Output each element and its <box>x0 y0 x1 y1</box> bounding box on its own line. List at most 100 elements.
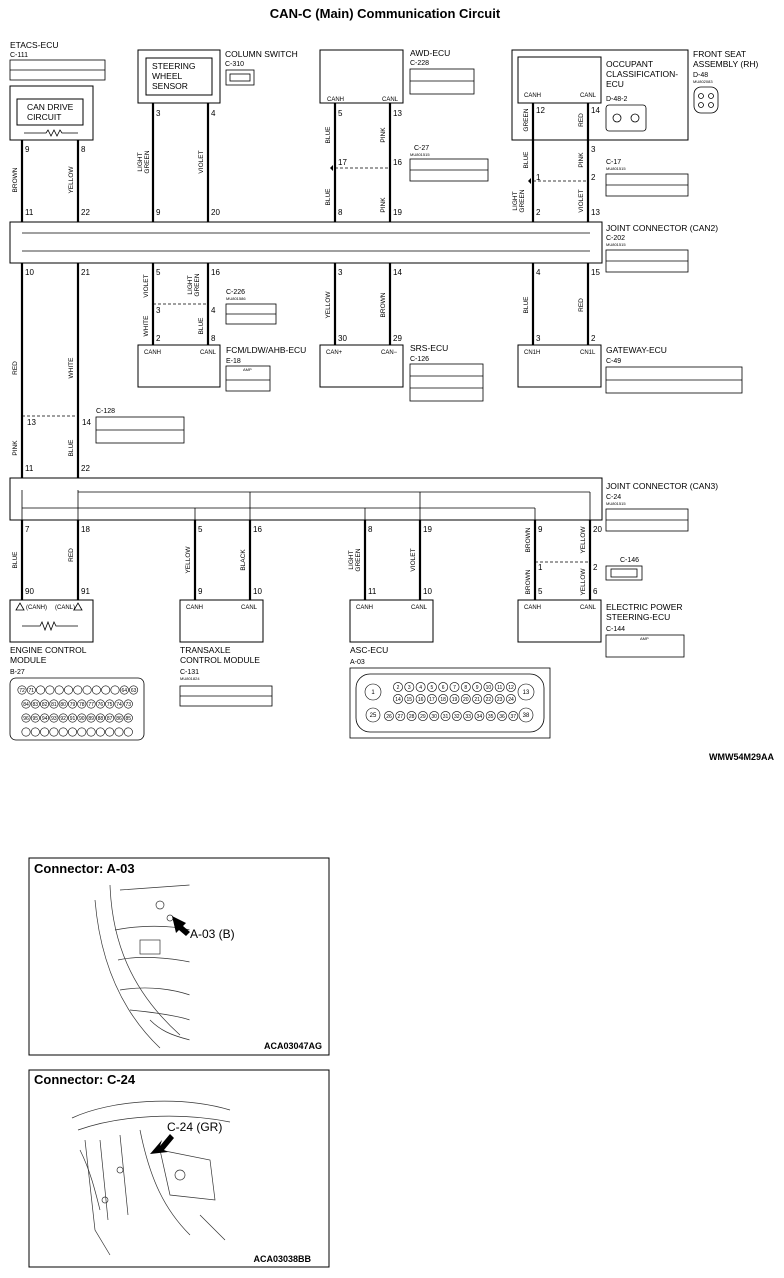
wire-awd-canh-1: BLUE <box>325 126 332 144</box>
asc-pin-16-hole <box>415 694 426 704</box>
ecm-pin-2-11: 85 <box>126 716 132 722</box>
eps-canh-label: CANH <box>524 605 541 611</box>
svg-text:AMP: AMP <box>243 367 252 372</box>
asc-pin-4: 4 <box>419 685 422 691</box>
c226-label: C-226 <box>226 289 245 296</box>
ecm-pin-1-11: 73 <box>126 702 132 708</box>
wire-awd-canl-2: PINK <box>380 197 387 213</box>
wire-steering-canl: VIOLET <box>198 150 205 173</box>
locator-c24-arrow-icon <box>150 1134 174 1154</box>
ecm-pin-1-0: 84 <box>23 702 29 708</box>
locator-c24: Connector: C-24 C-24 (GR) ACA03038BB <box>28 1069 330 1268</box>
asc-pin-27: 27 <box>398 714 404 720</box>
wire-gateway-canh: BLUE <box>523 296 530 314</box>
ecm-resistor-icon <box>22 620 78 632</box>
pin-jc2-bot-1: 21 <box>81 268 90 277</box>
ecm-pin-3-3-hole <box>49 727 59 737</box>
upper-wires <box>20 103 590 222</box>
ecm-pin-2-2: 94 <box>42 716 48 722</box>
jc3-part-number: MU801515 <box>606 501 626 506</box>
ecm-connector-face <box>9 677 145 741</box>
asc-pin-18-hole <box>438 694 449 704</box>
joint-connector-can3-box <box>9 477 603 521</box>
pin-c146-canh: 1 <box>538 563 543 572</box>
ecm-pin-2-9: 87 <box>107 716 113 722</box>
asc-pin-34: 34 <box>477 714 483 720</box>
ecm-pin-1-5: 79 <box>70 702 76 708</box>
eps-label-1: ELECTRIC POWER <box>606 602 683 612</box>
awd-canl-label: CANL <box>382 97 399 103</box>
asc-pin-38: 38 <box>523 713 530 719</box>
ecm-pin-1-7-hole <box>86 699 96 709</box>
ecm-pin-0-4-hole <box>54 685 64 695</box>
pin-jc3-bot-0: 7 <box>25 525 30 534</box>
wire-ecm-canh: BLUE <box>12 551 19 569</box>
pin-jc3-bot-6: 9 <box>538 525 543 534</box>
srs-ecu-box <box>319 344 404 388</box>
steering-sensor-inner <box>145 57 213 96</box>
pin-jc2-bot-0: 10 <box>25 268 34 277</box>
asc-pin-38-hole <box>518 707 534 723</box>
can-drive-label-1: CAN DRIVE <box>27 102 74 112</box>
asc-canl-label: CANL <box>411 605 428 611</box>
asc-pin-20-hole <box>460 694 471 704</box>
asc-pin-29-hole <box>417 711 428 721</box>
locator-a03-title: Connector: A-03 <box>34 861 135 876</box>
fcm-connector-label: E-18 <box>226 358 241 365</box>
ecm-pin-1-6-hole <box>77 699 87 709</box>
wire-fcm-canl-2: BLUE <box>198 317 205 335</box>
ecm-box <box>9 599 94 643</box>
ecm-pin-3-0-hole <box>21 727 31 737</box>
ecm-pin-3-5-hole <box>68 727 78 737</box>
ecm-pin-2-6-hole <box>77 713 87 723</box>
pin-c17-canh: 1 <box>536 173 541 182</box>
asc-pin-7: 7 <box>453 685 456 691</box>
wire-fcm-canl-1a: LIGHT <box>187 275 194 294</box>
pin-awd-canh: 5 <box>338 109 343 118</box>
ecm-pin-1-0-hole <box>21 699 31 709</box>
front-seat-label-2: ASSEMBLY (RH) <box>693 59 759 69</box>
jc3-connector-face <box>605 508 689 532</box>
asc-pin-5-hole <box>426 682 437 692</box>
asc-pin-32-hole <box>451 711 462 721</box>
tcm-canh-label: CANH <box>186 605 203 611</box>
asc-pin-14: 14 <box>395 697 401 703</box>
asc-pin-37: 37 <box>511 714 517 720</box>
asc-pin-20: 20 <box>463 697 469 703</box>
pin-steering-canh: 3 <box>156 109 161 118</box>
ecm-pin-2-5-hole <box>68 713 78 723</box>
steering-sensor-box <box>137 49 221 104</box>
asc-pin-18: 18 <box>440 697 446 703</box>
occupant-label-2: CLASSIFICATION- <box>606 69 678 79</box>
ecm-pin-0-0: 72 <box>19 688 25 694</box>
asc-pin-21: 21 <box>474 697 480 703</box>
awd-connector-label: C-228 <box>410 60 429 67</box>
asc-pin-7-hole <box>449 682 460 692</box>
ecm-pin-1-9: 75 <box>107 702 113 708</box>
fcm-ecu-box <box>137 344 221 388</box>
ecm-pin-2-4: 92 <box>60 716 66 722</box>
steering-label-2: WHEEL <box>152 71 183 81</box>
pin-jc2-top-5: 19 <box>393 208 402 217</box>
pin-jc2-top-4: 8 <box>338 208 343 217</box>
asc-pin-24: 24 <box>508 697 514 703</box>
ecm-pin-3-4-hole <box>58 727 68 737</box>
asc-pin-24-hole <box>506 694 516 704</box>
occupant-label-1: OCCUPANT <box>606 59 653 69</box>
asc-pin-30-hole <box>429 711 440 721</box>
pin-occupant-canh: 12 <box>536 106 545 115</box>
srs-canm-label: CAN− <box>381 350 398 356</box>
c226-connector-face <box>225 303 277 325</box>
awd-ecu-box <box>319 49 404 104</box>
pin-jc2-top-0: 11 <box>25 208 34 217</box>
asc-pin-13-hole <box>517 683 535 701</box>
asc-pin-5: 5 <box>431 685 434 691</box>
wire-occupant-canh-2: BLUE <box>523 151 530 169</box>
asc-pin-12-hole <box>506 682 516 692</box>
locator-c24-title: Connector: C-24 <box>34 1072 136 1087</box>
wire-ecm-canl: RED <box>68 548 75 562</box>
asc-pin-4-hole <box>415 682 426 692</box>
asc-pin-23: 23 <box>497 697 503 703</box>
wire-eps-canh-2: BROWN <box>525 569 532 594</box>
